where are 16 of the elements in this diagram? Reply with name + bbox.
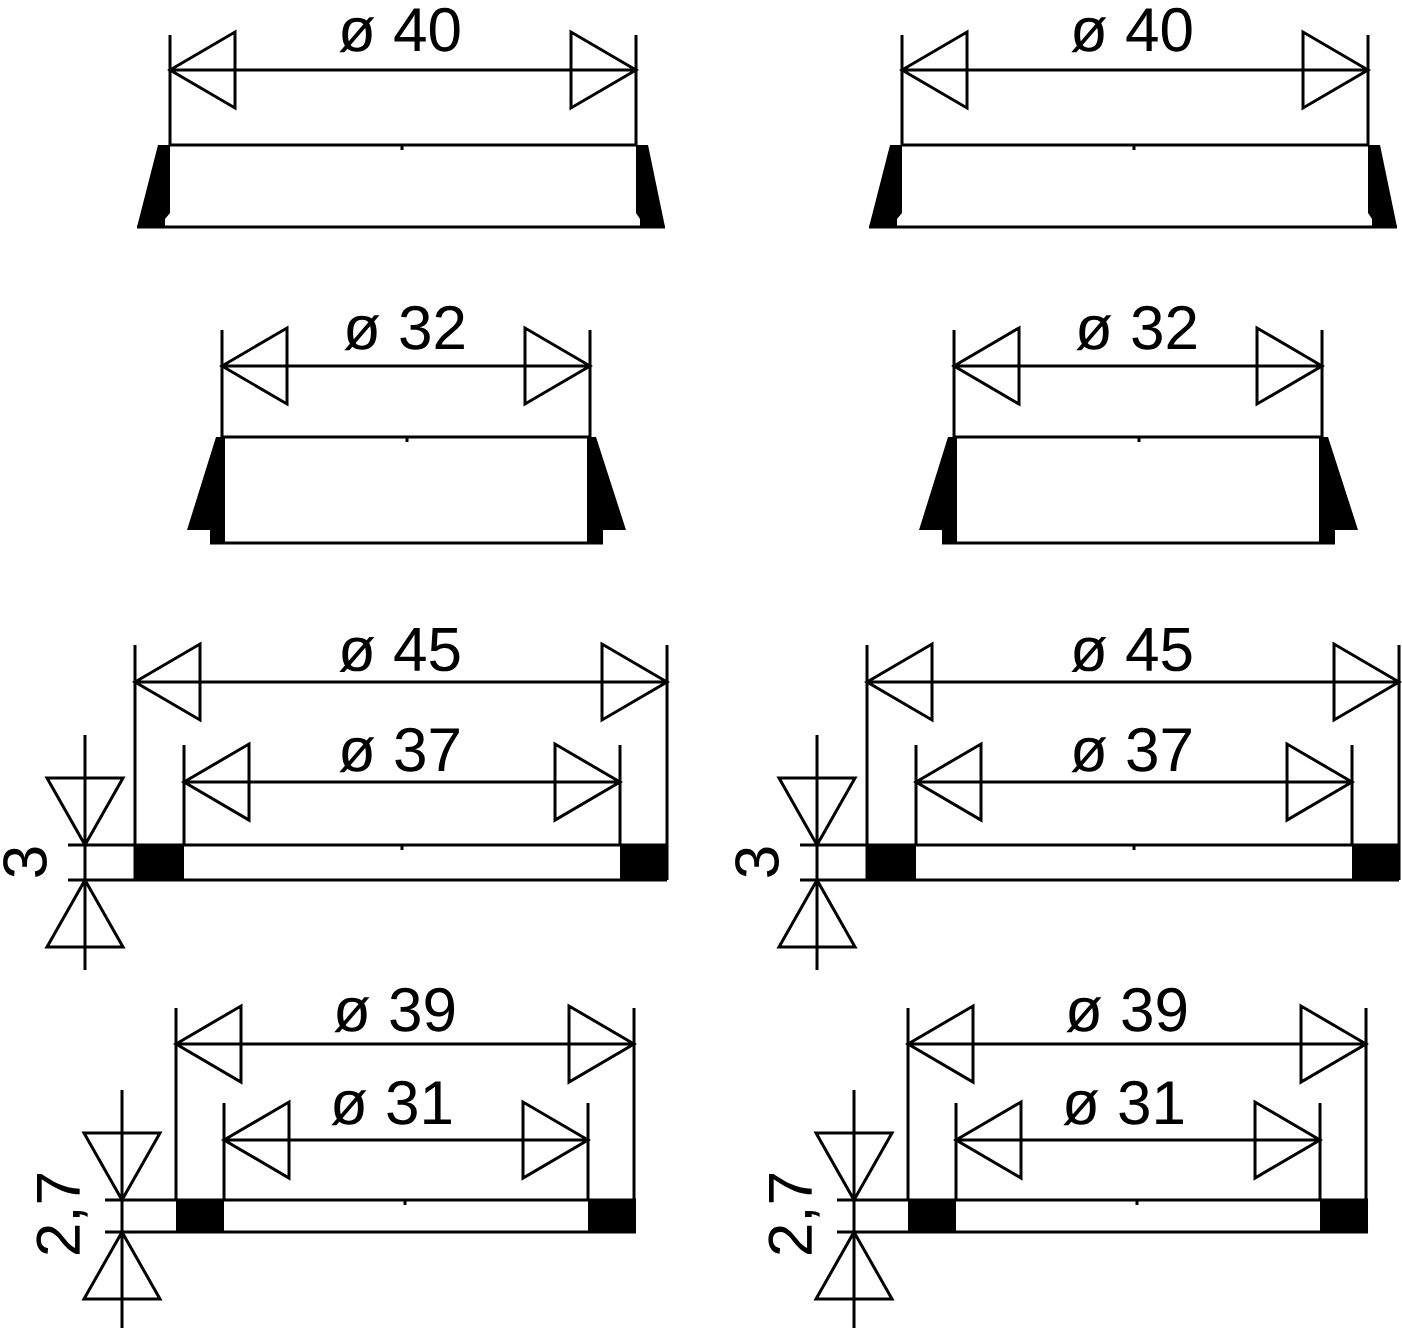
dimension-text: ø 40: [339, 7, 460, 53]
dimension-text: 3: [735, 847, 779, 877]
dimension-text: ø 45: [1071, 628, 1192, 672]
dimension-text: ø 39: [334, 987, 455, 1033]
dimension-text: ø 32: [1076, 305, 1196, 351]
dimension-text: ø 37: [1071, 727, 1191, 773]
dimension-text: ø 39: [1066, 987, 1187, 1033]
dimension-text: ø 40: [1071, 7, 1192, 53]
dimension-text: ø 31: [1063, 1080, 1183, 1126]
dimension-text: ø 37: [339, 727, 459, 773]
dimension-text: ø 31: [331, 1080, 451, 1126]
dimension-text: ø 45: [339, 628, 460, 672]
dimension-text: ø 32: [344, 305, 464, 351]
dimension-text: 3: [3, 847, 47, 877]
dimension-text: 2,7: [768, 1174, 820, 1254]
dimension-text: 2,7: [36, 1174, 88, 1254]
